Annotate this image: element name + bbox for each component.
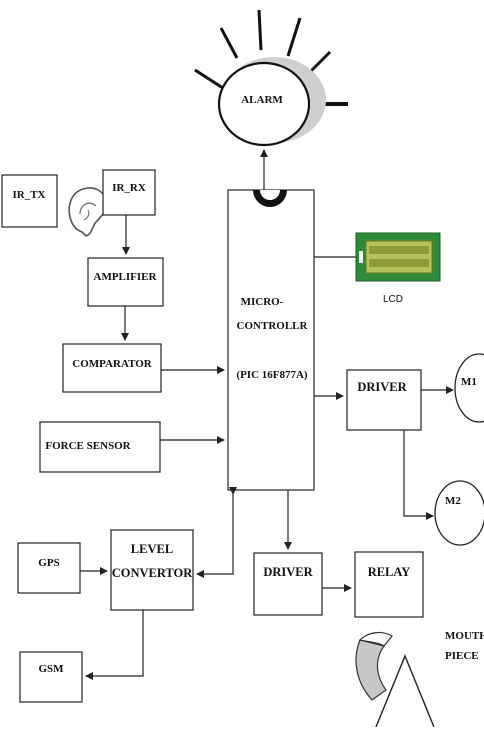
mcu-label-line1: MICRO- [241, 296, 284, 308]
mouth-piece-icon [355, 631, 435, 728]
driver-relay-label: DRIVER [263, 565, 313, 579]
driver-motor-label: DRIVER [357, 380, 407, 394]
motor-m2-label: M2 [445, 495, 461, 507]
driver-motor-block [346, 369, 422, 431]
mouth-piece-label-line1: MOUTH [445, 630, 484, 642]
motor-m1 [454, 353, 484, 423]
arrow-driver-m2 [403, 430, 434, 520]
alarm-label: ALARM [241, 94, 283, 106]
relay-label: RELAY [368, 565, 411, 579]
comparator-label: COMPARATOR [72, 358, 152, 370]
microcontroller-block [227, 189, 315, 491]
amplifier-block [87, 257, 164, 307]
motor-m1-label: M1 [461, 376, 477, 388]
ear-icon [68, 187, 107, 237]
mcu-label-line3: (PIC 16F877A) [236, 369, 308, 381]
arrow-levelconvertor-gsm [85, 610, 144, 680]
comparator-block [62, 343, 162, 393]
ir-tx-block [1, 174, 58, 228]
gsm-label: GSM [38, 663, 64, 675]
ir-rx-block [102, 169, 156, 216]
gps-block [17, 542, 81, 594]
gps-label: GPS [38, 557, 59, 569]
arrow-levelconvertor-mcu [196, 487, 237, 578]
alarm-bulb-icon [194, 9, 348, 147]
lcd-label: LCD [383, 294, 403, 305]
ir-tx-label: IR_TX [12, 189, 45, 201]
force-sensor-block [39, 421, 161, 473]
force-sensor-label: FORCE SENSOR [45, 440, 131, 452]
ir-rx-label: IR_RX [112, 182, 146, 194]
mcu-label-line2: CONTROLLR [237, 320, 309, 332]
level-convertor-label-line1: LEVEL [131, 542, 173, 556]
level-convertor-block [110, 529, 194, 611]
driver-relay-block [253, 552, 323, 616]
amplifier-label: AMPLIFIER [94, 271, 158, 283]
relay-block [354, 551, 424, 618]
level-convertor-label-line2: CONVERTOR [112, 566, 194, 580]
gsm-block [19, 651, 83, 703]
motor-m2 [434, 480, 484, 546]
mouth-piece-label-line2: PIECE [445, 650, 479, 662]
lcd-display-icon [355, 232, 441, 282]
